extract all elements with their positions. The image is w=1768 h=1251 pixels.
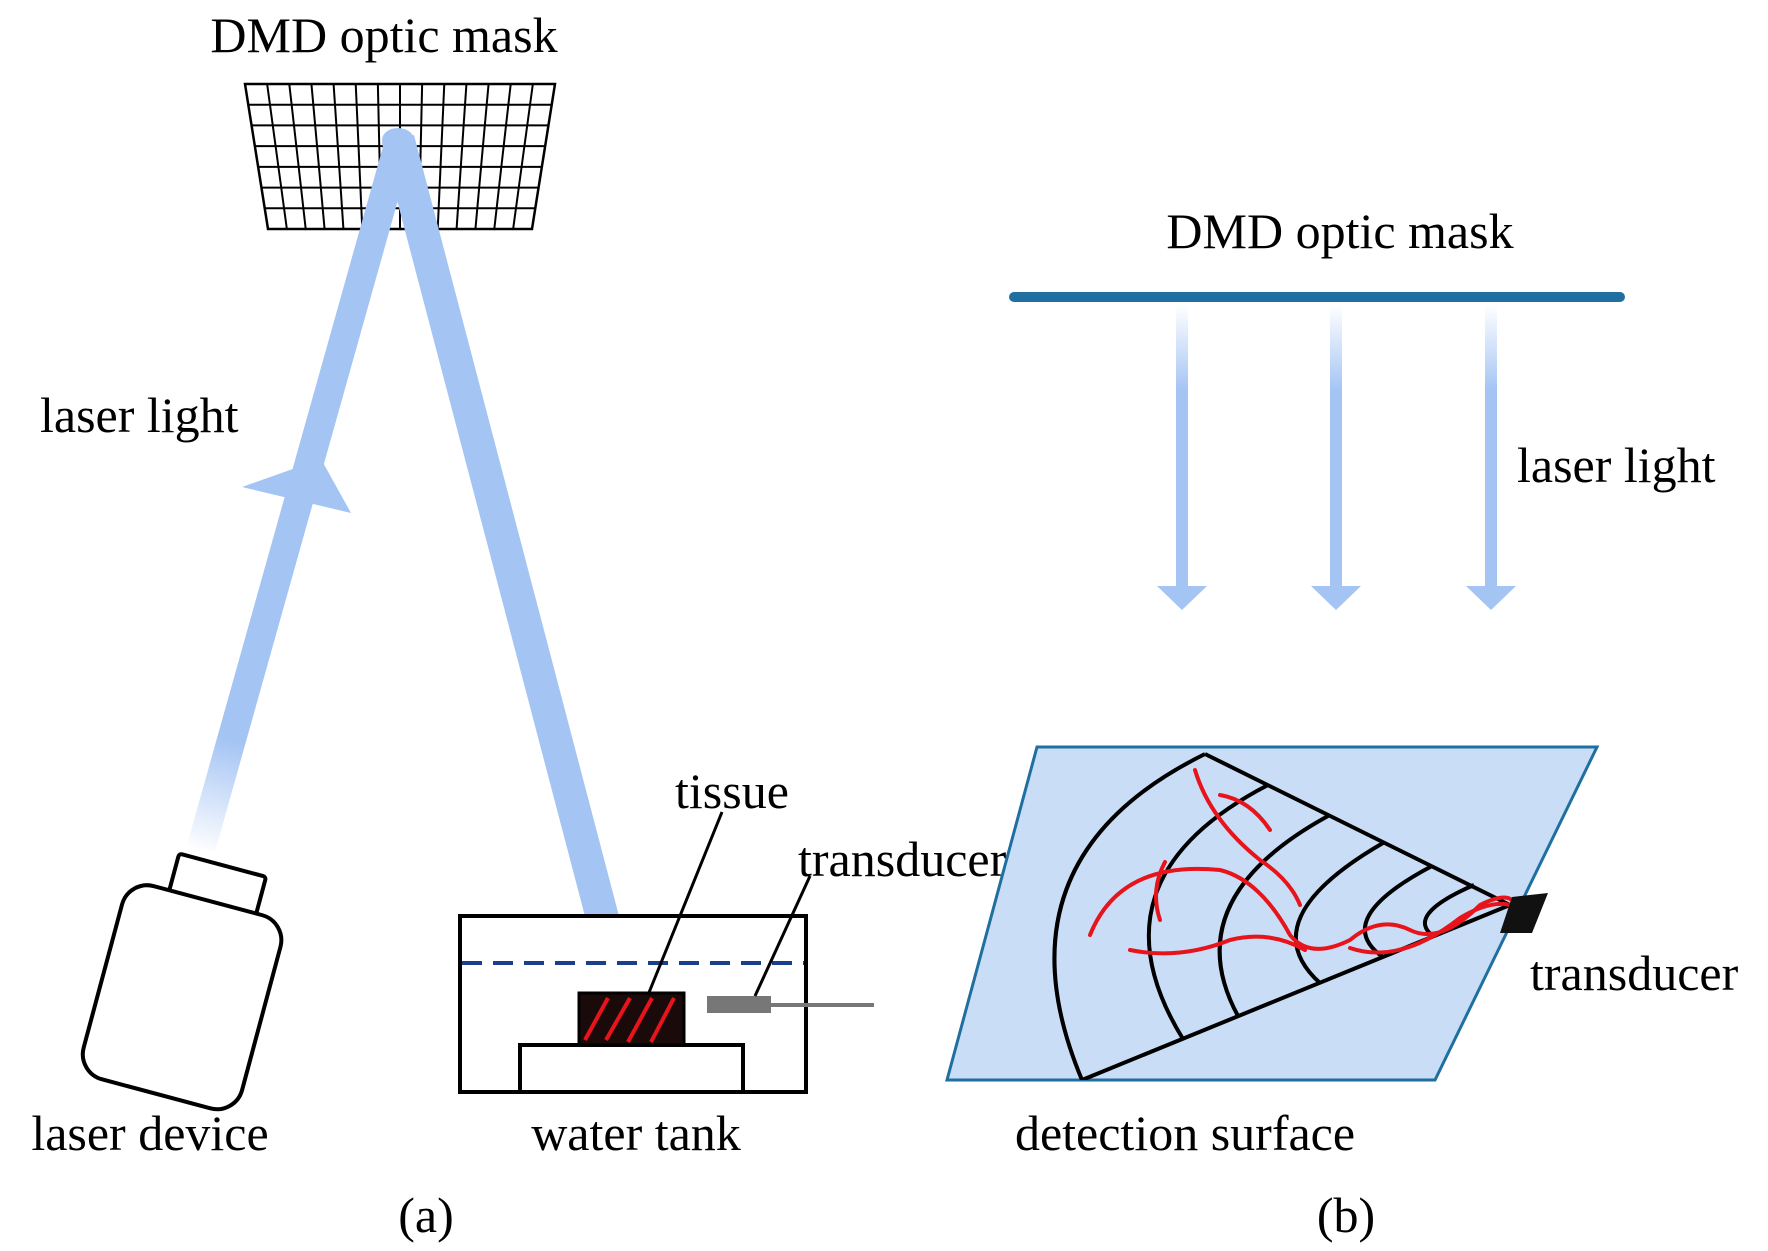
laser-device-label: laser device <box>31 1105 268 1161</box>
transducer-icon <box>1500 893 1548 933</box>
down-arrows <box>1157 305 1516 610</box>
caption-b: (b) <box>1317 1187 1375 1243</box>
transducer-icon <box>707 996 874 1013</box>
detection-surface-label: detection surface <box>1015 1105 1355 1161</box>
panel-a-transducer-label: transducer <box>798 831 1007 887</box>
down-arrow <box>1311 305 1361 610</box>
down-arrow <box>1157 305 1207 610</box>
transducer-pointer <box>753 875 812 997</box>
down-arrow <box>1466 305 1516 610</box>
panel-b-transducer-label: transducer <box>1530 945 1739 1001</box>
caption-a: (a) <box>398 1187 454 1243</box>
water-tank-label: water tank <box>531 1105 741 1161</box>
outgoing-beam <box>382 128 672 985</box>
tissue-label: tissue <box>675 763 789 819</box>
panel-b-mask-label: DMD optic mask <box>1166 203 1513 259</box>
water-tank-icon <box>458 811 874 1094</box>
panel-b: DMD optic mask laser light <box>945 203 1739 1243</box>
tissue-pointer <box>646 811 724 996</box>
panel-b-light-label: laser light <box>1517 437 1716 493</box>
panel-a: DMD optic mask laser light laser device <box>31 7 1006 1243</box>
panel-a-light-label: laser light <box>40 387 239 443</box>
tissue-sample <box>577 991 686 1047</box>
laser-device-icon <box>80 852 284 1112</box>
panel-a-mask-label: DMD optic mask <box>210 7 557 63</box>
detection-surface <box>945 745 1600 1082</box>
beam-arrowhead <box>242 459 351 513</box>
incoming-beam <box>187 136 414 852</box>
tank-stage <box>518 1043 745 1094</box>
vessel-network <box>1088 768 1517 956</box>
